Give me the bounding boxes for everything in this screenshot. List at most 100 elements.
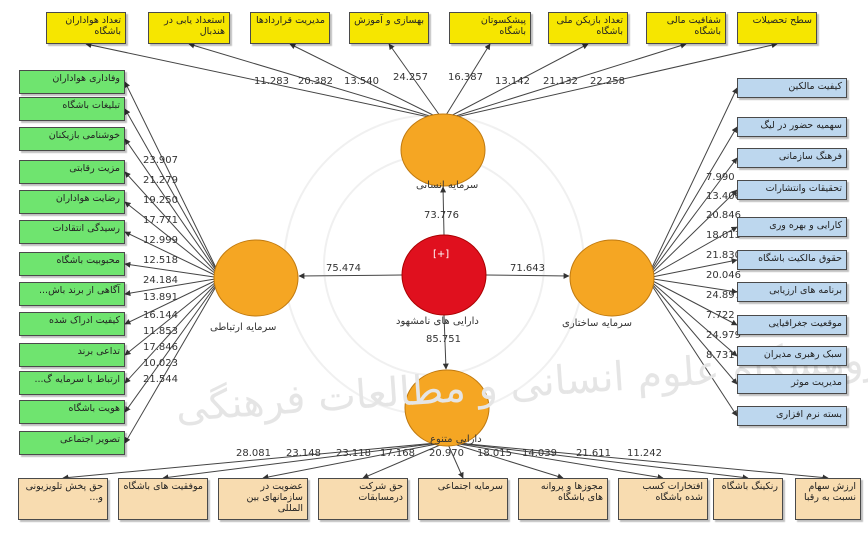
top-indicator-line [289, 43, 444, 121]
bottom-loading-label: 14.039 [522, 448, 557, 459]
right-indicator-line [646, 277, 738, 326]
top-indicator-box: استعداد یابی در هندبال [148, 12, 230, 44]
right-loading-label: 24.979 [706, 330, 741, 341]
right-indicator-box: حقوق مالکیت باشگاه [737, 250, 847, 270]
top-loading-label: 22.258 [590, 76, 625, 87]
right-node [569, 239, 655, 317]
right-indicator-box: بسته نرم افزاری [737, 406, 847, 426]
bottom-indicator-line [446, 441, 749, 481]
bottom-loading-label: 21.611 [576, 448, 611, 459]
bottom-indicator-line [162, 441, 448, 481]
right-indicator-line [646, 277, 738, 417]
center-node [401, 234, 487, 316]
top-indicator-box: مدیریت قراردادها [250, 12, 330, 44]
bottom-indicator-line [362, 441, 448, 479]
right-loading-label: 21.830 [706, 250, 741, 261]
bottom-loading-label: 11.242 [627, 448, 662, 459]
top-indicator-line [442, 43, 589, 121]
right-loading-label: 7.722 [706, 310, 735, 321]
left-indicator-box: هویت باشگاه [19, 400, 125, 424]
bottom-node [404, 369, 490, 447]
left-node-label: سرمایه ارتباطی [210, 322, 277, 333]
left-indicator-line [124, 261, 222, 279]
center-marker: [+] [433, 249, 450, 260]
bottom-indicator-box: حق پخش تلویزیونی و... [18, 478, 108, 520]
bottom-indicator-box: مجوزها و پروانه های باشگاه [518, 478, 608, 520]
top-loading-label: 20.382 [298, 76, 333, 87]
bottom-indicator-line [62, 441, 448, 481]
right-indicator-line [646, 87, 738, 279]
left-indicator-box: مزیت رقابتی [19, 160, 125, 184]
bottom-loading-label: 20.970 [429, 448, 464, 459]
bottom-node-label: دارایی متنوع [430, 434, 482, 445]
bottom-indicator-box: حق شرکت درمسابقات [318, 478, 408, 520]
path-value-top: 73.776 [424, 210, 459, 221]
left-indicator-box: آگاهی از برند باش... [19, 282, 125, 306]
top-loading-label: 13.142 [495, 76, 530, 87]
bottom-indicator-line [446, 441, 464, 479]
path-value-bottom: 85.751 [426, 334, 461, 345]
left-indicator-line [124, 277, 222, 356]
left-indicator-box: تبلیغات باشگاه [19, 97, 125, 121]
top-loading-label: 24.257 [393, 72, 428, 83]
top-indicator-line [85, 42, 444, 121]
right-loading-label: 24.897 [706, 290, 741, 301]
bottom-indicator-line [446, 441, 664, 481]
right-loading-label: 20.046 [706, 270, 741, 281]
right-indicator-box: سهمیه حضور در لیگ [737, 117, 847, 137]
right-indicator-box: سبک رهبری مدیران [737, 346, 847, 366]
top-indicator-box: بهسازی و آموزش [349, 12, 429, 44]
left-indicator-box: رسیدگی انتقادات [19, 220, 125, 244]
left-loading-label: 10.023 [143, 358, 178, 369]
center-node-label: دارایی های نامشهود [396, 316, 479, 327]
top-indicator-box: تعداد هواداران باشگاه [46, 12, 126, 44]
top-loading-label: 21.132 [543, 76, 578, 87]
left-indicator-box: تداعی برند [19, 343, 125, 367]
right-indicator-line [646, 157, 738, 279]
right-loading-label: 7.990 [706, 172, 735, 183]
top-loading-label: 16.387 [448, 72, 483, 83]
bottom-loading-label: 17.168 [380, 448, 415, 459]
top-indicator-box: تعداد بازیکن ملی باشگاه [548, 12, 628, 44]
left-indicator-line [124, 277, 222, 413]
right-indicator-line [646, 277, 738, 357]
bottom-indicator-box: سرمایه اجتماعی [418, 478, 508, 520]
top-indicator-box: پیشکسوتان باشگاه [449, 12, 531, 44]
right-indicator-line [646, 258, 738, 279]
path-line-right [485, 272, 570, 279]
right-loading-label: 8.731 [706, 350, 735, 361]
top-indicator-line [188, 42, 444, 121]
left-indicator-line [124, 138, 222, 279]
top-indicator-box: سطح تحصیلات [737, 12, 817, 44]
left-loading-label: 17.846 [143, 342, 178, 353]
right-indicator-box: موقعیت جغرافیایی [737, 315, 847, 335]
left-indicator-box: محبوبیت باشگاه [19, 252, 125, 276]
right-loading-label: 13.406 [706, 191, 741, 202]
right-loading-label: 18.013 [706, 230, 741, 241]
top-loading-label: 11.283 [254, 76, 289, 87]
right-indicator-line [646, 126, 738, 279]
path-value-left: 75.474 [326, 263, 361, 274]
bottom-indicator-box: افتخارات کسب شده باشگاه [618, 478, 708, 520]
left-loading-label: 23.907 [143, 155, 178, 166]
left-loading-label: 12.518 [143, 255, 178, 266]
left-loading-label: 11.853 [143, 326, 178, 337]
left-loading-label: 13.891 [143, 292, 178, 303]
right-indicator-box: فرهنگ سازمانی [737, 148, 847, 168]
left-indicator-line [124, 231, 222, 279]
left-indicator-line [124, 171, 222, 279]
right-indicator-box: تحقیقات وانتشارات [737, 180, 847, 200]
path-line-left [298, 272, 403, 279]
path-line-bottom [442, 314, 449, 370]
path-value-right: 71.643 [510, 263, 545, 274]
left-indicator-box: وفاداری هواداران [19, 70, 125, 94]
bottom-loading-label: 28.081 [236, 448, 271, 459]
left-indicator-line [124, 277, 222, 297]
top-indicator-line [442, 42, 687, 121]
bottom-loading-label: 23.118 [336, 448, 371, 459]
left-loading-label: 12.999 [143, 235, 178, 246]
right-indicator-box: مدیریت موثر [737, 374, 847, 394]
left-loading-label: 21.544 [143, 374, 178, 385]
right-indicator-line [646, 277, 738, 385]
